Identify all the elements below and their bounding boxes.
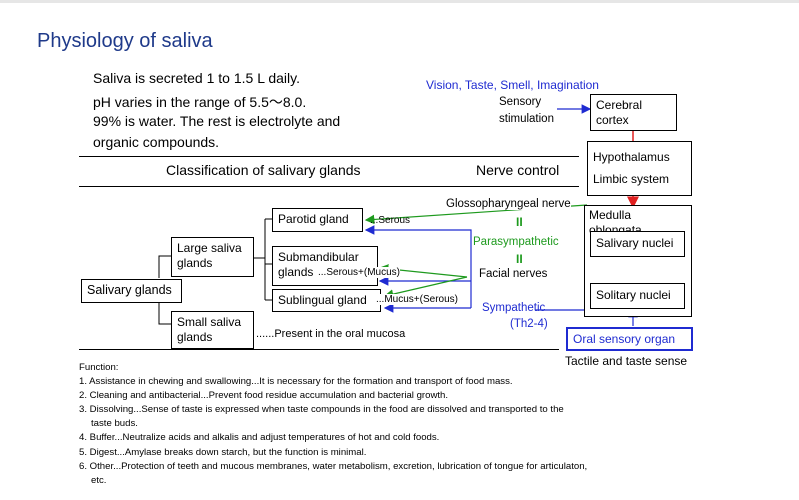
submandibular-line-2: glands xyxy=(278,265,314,279)
parasympathetic-label: Parasympathetic xyxy=(473,236,559,248)
hypothalamus-box: Hypothalamus Limbic system xyxy=(587,141,692,196)
cerebral-cortex-box: Cerebral cortex xyxy=(590,94,677,131)
salivary-glands-label: Salivary glands xyxy=(87,283,172,297)
table-header-rule xyxy=(79,186,579,187)
facial-nerves-label: Facial nerves xyxy=(479,268,548,280)
cortex-line-1: Cerebral xyxy=(596,98,643,112)
oral-sensory-organ-label: Oral sensory organ xyxy=(573,332,676,346)
intro-line-4: organic compounds. xyxy=(93,134,220,150)
limbic-system-label: Limbic system xyxy=(593,172,670,186)
function-item: 4. Buffer...Neutralize acids and alkalis… xyxy=(79,432,440,444)
sublingual-note: ...Mucus+(Serous) xyxy=(376,294,458,305)
intro-line-2: pH varies in the range of 5.5～8.0. xyxy=(93,94,307,110)
function-item-continued: taste buds. xyxy=(91,418,138,430)
function-item-continued: etc. xyxy=(91,474,107,486)
salivary-glands-box: Salivary glands xyxy=(81,279,182,303)
sensory-line-2: stimulation xyxy=(499,113,554,125)
top-divider xyxy=(0,0,799,3)
salivary-nuclei-box: Salivary nuclei xyxy=(590,231,685,257)
table-top-rule xyxy=(79,156,579,157)
function-item: 2. Cleaning and antibacterial...Prevent … xyxy=(79,390,449,402)
equals-sign-1: II xyxy=(516,215,523,229)
small-glands-line-1: Small saliva xyxy=(177,315,242,329)
nerve-control-header: Nerve control xyxy=(476,162,560,178)
small-glands-note: ......Present in the oral mucosa xyxy=(256,328,406,340)
sympathetic-level-label: (Th2-4) xyxy=(510,318,548,330)
sensory-line-1: Sensory xyxy=(499,96,542,108)
solitary-nuclei-box: Solitary nuclei xyxy=(590,283,685,309)
function-item: 1. Assistance in chewing and swallowing.… xyxy=(79,376,513,388)
function-list: Function: 1. Assistance in chewing and s… xyxy=(79,361,587,488)
parotid-gland-box: Parotid gland xyxy=(272,208,363,232)
submandibular-glands-box: Submandibular glands xyxy=(272,246,378,286)
parotid-gland-label: Parotid gland xyxy=(278,212,349,226)
parotid-note: ...Serous xyxy=(370,215,411,226)
function-item: 6. Other...Protection of teeth and mucou… xyxy=(79,460,588,472)
hypothalamus-label: Hypothalamus xyxy=(593,150,670,164)
salivary-nuclei-label: Salivary nuclei xyxy=(596,236,674,250)
function-heading: Function: xyxy=(79,362,119,373)
function-item: 5. Digest...Amylase breaks down starch, … xyxy=(79,446,367,458)
equals-sign-2: II xyxy=(516,252,523,266)
page-title: Physiology of saliva xyxy=(37,30,213,52)
large-glands-line-1: Large saliva xyxy=(177,241,242,255)
solitary-nuclei-label: Solitary nuclei xyxy=(596,288,671,302)
large-glands-line-2: glands xyxy=(177,256,213,270)
sublingual-gland-box: Sublingual gland xyxy=(272,289,381,312)
glossopharyngeal-nerve-label: Glossopharyngeal nerve xyxy=(446,198,571,210)
function-item: 3. Dissolving...Sense of taste is expres… xyxy=(79,404,564,416)
classification-header: Classification of salivary glands xyxy=(166,162,361,178)
tactile-taste-label: Tactile and taste sense xyxy=(565,354,688,368)
sublingual-gland-label: Sublingual gland xyxy=(278,293,367,307)
submandibular-line-1: Submandibular xyxy=(278,250,359,264)
sympathetic-label: Sympathetic xyxy=(482,302,546,314)
intro-line-1: Saliva is secreted 1 to 1.5 L daily. xyxy=(93,70,300,86)
cortex-line-2: cortex xyxy=(596,113,629,127)
large-saliva-glands-box: Large saliva glands xyxy=(171,237,254,277)
intro-line-3: 99% is water. The rest is electrolyte an… xyxy=(93,113,341,129)
stimuli-label: Vision, Taste, Smell, Imagination xyxy=(426,78,599,92)
small-glands-line-2: glands xyxy=(177,330,213,344)
table-bottom-rule xyxy=(79,349,559,350)
submandibular-note: ...Serous+(Mucus) xyxy=(318,267,400,278)
small-saliva-glands-box: Small saliva glands xyxy=(171,311,254,349)
oral-sensory-organ-box: Oral sensory organ xyxy=(566,327,693,351)
